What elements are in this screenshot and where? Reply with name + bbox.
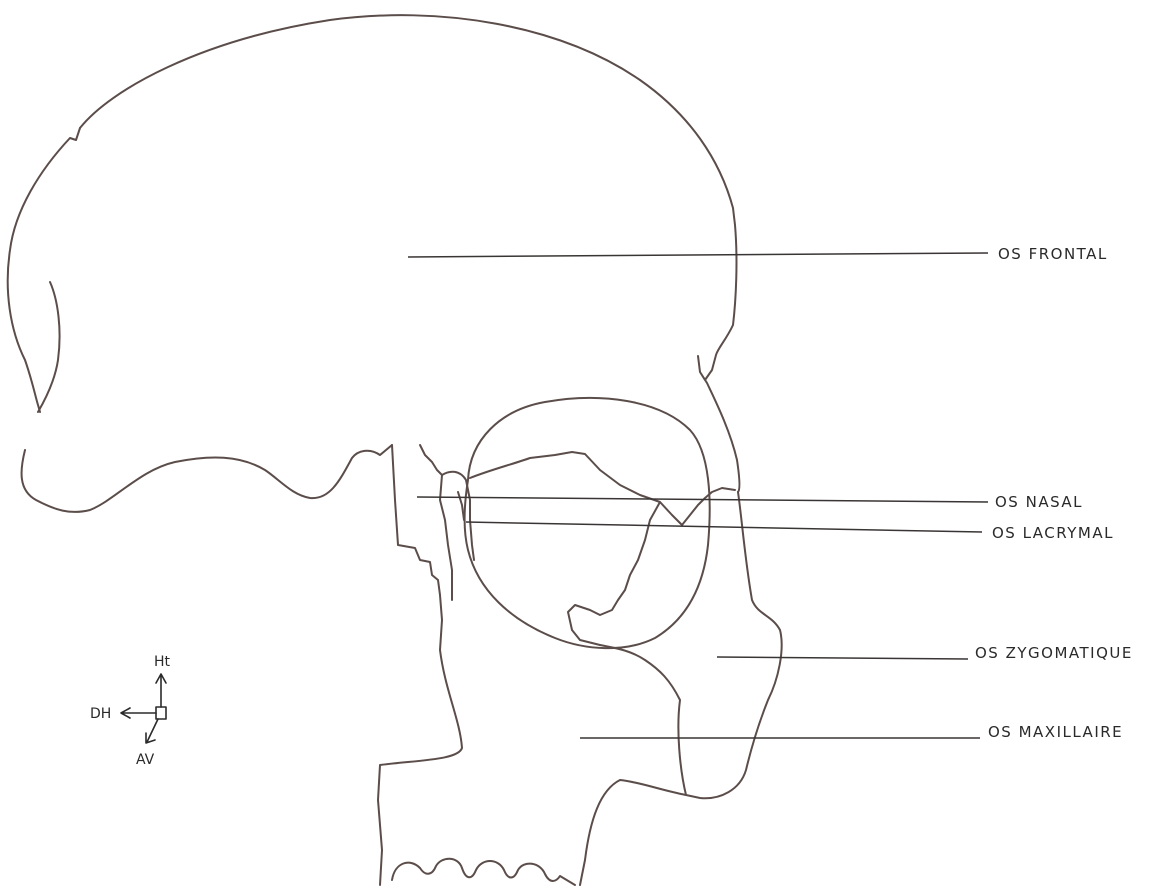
lacrymal-label: OS LACRYMAL [992,524,1114,542]
frontal-bone-base [8,128,392,512]
orbital-plate-line [470,452,735,645]
orientation-indicator: Ht DH AV [90,654,171,768]
zygomatic-bone-outline [600,492,782,798]
nasal-label: OS NASAL [995,493,1083,511]
frontal-label: OS FRONTAL [998,245,1108,263]
frontal-bone-outline [80,15,739,492]
left-arrow-icon [121,708,156,718]
orientation-origin-box [156,707,166,719]
frontal-inner-line [38,282,60,412]
zygomatic-leader-line [717,657,968,659]
frontal-leader-line [408,253,988,257]
maxilla-label: OS MAXILLAIRE [988,723,1123,741]
lacrymal-leader-line [466,522,982,532]
teeth-outline [392,859,575,885]
nasal-bone-outline [392,445,452,600]
zygomatic-label: OS ZYGOMATIQUE [975,644,1133,662]
orientation-front-label: AV [136,752,155,768]
orientation-up-label: Ht [154,654,171,670]
orientation-side-label: DH [90,706,111,722]
lacrymal-bone-outline [442,472,474,560]
down-left-arrow-icon [146,719,158,743]
up-arrow-icon [156,674,166,707]
maxilla-outline [378,595,686,885]
